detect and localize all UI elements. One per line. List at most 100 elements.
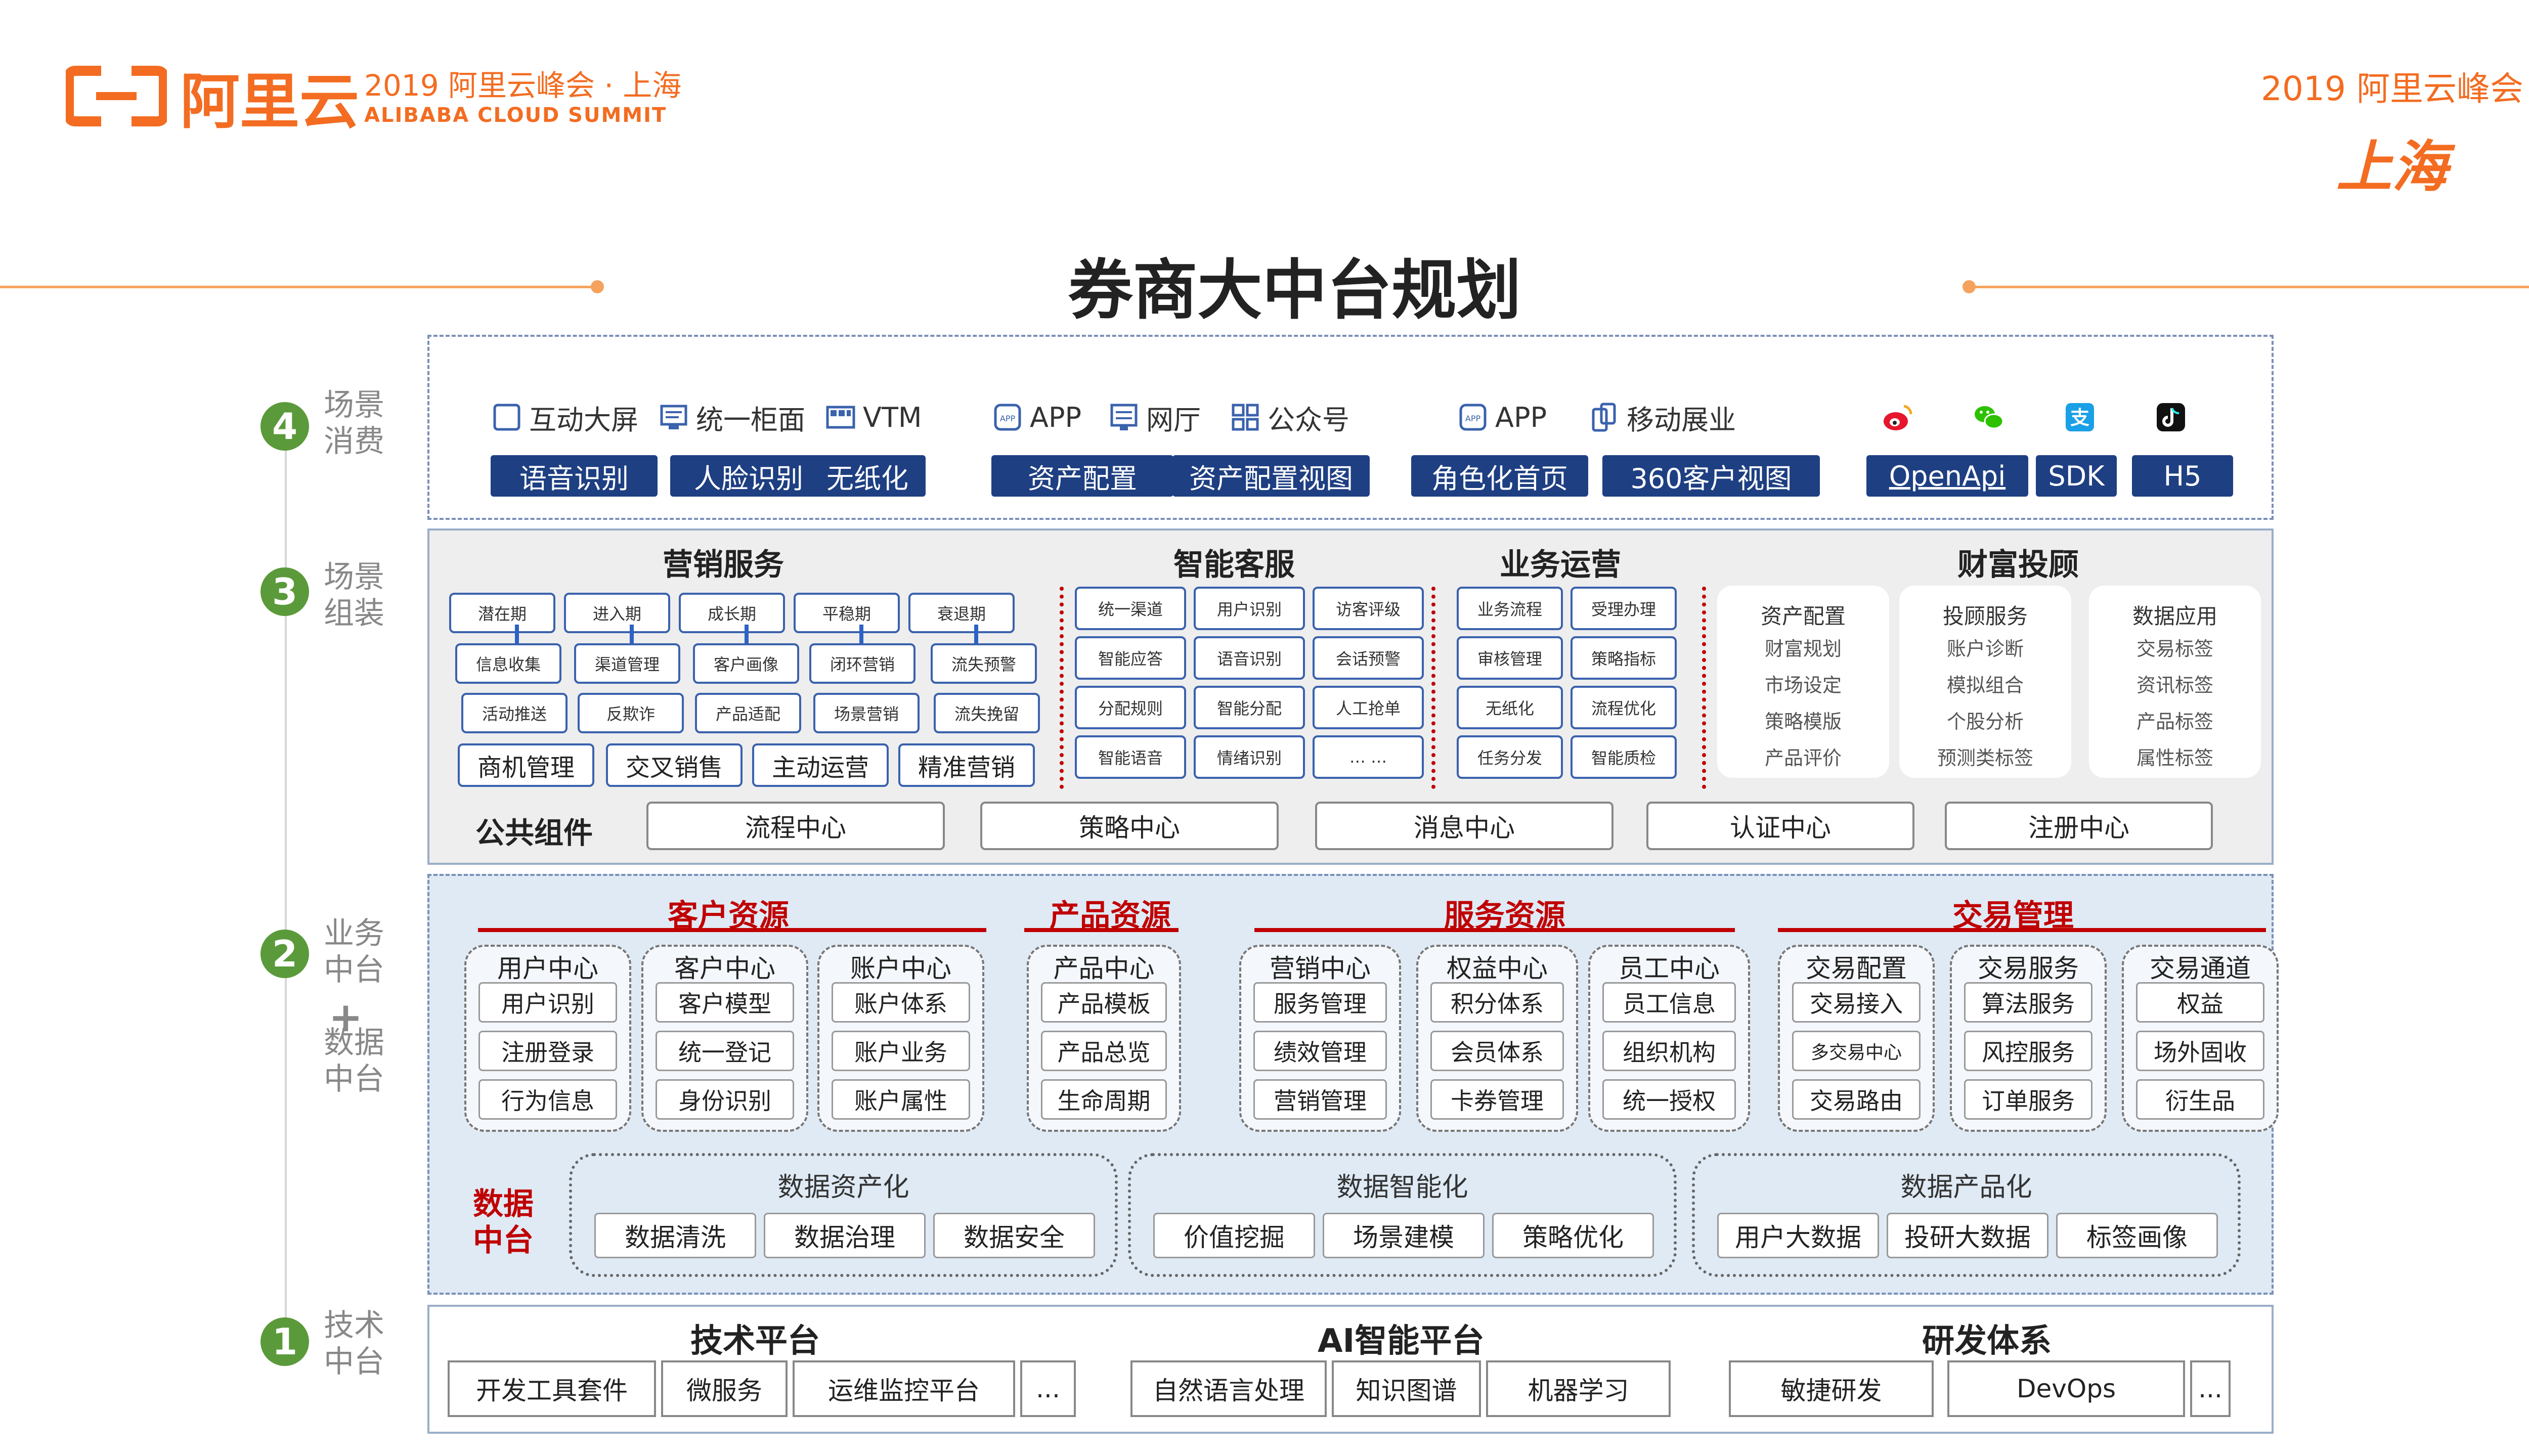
wealth-item-2-1[interactable]: 资讯标签: [2136, 674, 2213, 696]
operation-item-5[interactable]: 流程优化: [1571, 686, 1677, 729]
service-item-0[interactable]: 统一渠道: [1075, 587, 1186, 630]
business-item-0-0-2[interactable]: 行为信息: [478, 1079, 617, 1120]
marketing-action-0[interactable]: 活动推送: [461, 693, 568, 733]
business-item-2-1-0[interactable]: 积分体系: [1430, 982, 1564, 1023]
business-item-3-2-1[interactable]: 场外固收: [2136, 1031, 2264, 1071]
marketing-stage-1[interactable]: 进入期: [564, 593, 670, 633]
wealth-item-2-2[interactable]: 产品标签: [2136, 711, 2213, 733]
operation-item-7[interactable]: 智能质检: [1571, 735, 1677, 779]
business-item-2-1-1[interactable]: 会员体系: [1430, 1031, 1564, 1071]
scene-channel-2-1[interactable]: 移动展业: [1588, 400, 1736, 436]
scene-channel-1-2[interactable]: 公众号: [1229, 400, 1349, 436]
business-item-0-2-2[interactable]: 账户属性: [832, 1079, 970, 1120]
business-item-0-0-1[interactable]: 注册登录: [478, 1031, 617, 1071]
scene-channel-3-1[interactable]: [1973, 400, 2005, 435]
wealth-item-0-2[interactable]: 策略模版: [1764, 711, 1842, 733]
service-item-4[interactable]: 语音识别: [1194, 636, 1305, 680]
marketing-stage-0[interactable]: 潜在期: [449, 593, 555, 633]
scene-channel-3-2[interactable]: 支: [2064, 400, 2096, 435]
business-item-3-0-0[interactable]: 交易接入: [1792, 982, 1921, 1023]
data-item-2-2[interactable]: 标签画像: [2056, 1213, 2218, 1258]
tech-item-1-2[interactable]: 机器学习: [1486, 1360, 1671, 1417]
business-item-1-0-1[interactable]: 产品总览: [1041, 1031, 1167, 1071]
wealth-item-2-3[interactable]: 属性标签: [2136, 747, 2213, 769]
marketing-capability-2[interactable]: 主动运营: [752, 743, 889, 787]
scene-button-2-1[interactable]: 360客户视图: [1602, 455, 1820, 497]
marketing-step-1[interactable]: 渠道管理: [574, 643, 680, 684]
business-item-0-2-1[interactable]: 账户业务: [832, 1031, 970, 1071]
marketing-capability-0[interactable]: 商机管理: [458, 743, 594, 787]
business-item-1-0-0[interactable]: 产品模板: [1041, 982, 1167, 1023]
wealth-item-0-0[interactable]: 财富规划: [1764, 638, 1842, 660]
data-item-0-2[interactable]: 数据安全: [933, 1213, 1095, 1258]
service-item-3[interactable]: 智能应答: [1075, 636, 1186, 680]
tech-item-2-2[interactable]: ...: [2190, 1360, 2231, 1417]
scene-channel-3-3[interactable]: [2155, 400, 2187, 435]
data-item-1-1[interactable]: 场景建模: [1323, 1213, 1485, 1258]
marketing-capability-1[interactable]: 交叉销售: [606, 743, 743, 787]
operation-item-4[interactable]: 无纸化: [1457, 686, 1563, 729]
tech-item-0-1[interactable]: 微服务: [661, 1360, 788, 1417]
scene-channel-1-1[interactable]: 网厅: [1108, 400, 1201, 436]
service-item-8[interactable]: 人工抢单: [1313, 686, 1424, 729]
marketing-step-4[interactable]: 流失预警: [931, 643, 1037, 684]
business-item-1-0-2[interactable]: 生命周期: [1041, 1079, 1167, 1120]
business-item-3-2-0[interactable]: 权益: [2136, 982, 2264, 1023]
business-item-3-2-2[interactable]: 衍生品: [2136, 1079, 2264, 1120]
wealth-item-0-1[interactable]: 市场设定: [1764, 674, 1842, 696]
service-item-9[interactable]: 智能语音: [1075, 735, 1186, 779]
scene-button-0-1[interactable]: 人脸识别: [670, 455, 827, 497]
scene-button-1-1[interactable]: 资产配置视图: [1172, 455, 1370, 497]
business-item-0-2-0[interactable]: 账户体系: [832, 982, 970, 1023]
service-item-11[interactable]: … …: [1313, 735, 1424, 779]
scene-button-1-0[interactable]: 资产配置: [991, 455, 1173, 497]
common-component-4[interactable]: 注册中心: [1945, 802, 2213, 850]
scene-channel-0-2[interactable]: VTM: [824, 400, 922, 435]
tech-item-1-0[interactable]: 自然语言处理: [1130, 1360, 1327, 1417]
tech-item-2-1[interactable]: DevOps: [1947, 1360, 2185, 1417]
service-item-10[interactable]: 情绪识别: [1194, 735, 1305, 779]
data-item-0-0[interactable]: 数据清洗: [594, 1213, 756, 1258]
wealth-item-1-1[interactable]: 模拟组合: [1946, 674, 2024, 696]
common-component-3[interactable]: 认证中心: [1646, 802, 1914, 850]
business-item-3-0-2[interactable]: 交易路由: [1792, 1079, 1921, 1120]
business-item-3-1-2[interactable]: 订单服务: [1964, 1079, 2092, 1120]
operation-item-0[interactable]: 业务流程: [1457, 587, 1563, 630]
scene-channel-0-1[interactable]: 统一柜面: [658, 400, 805, 436]
data-item-0-1[interactable]: 数据治理: [764, 1213, 926, 1258]
business-item-2-0-2[interactable]: 营销管理: [1253, 1079, 1387, 1120]
scene-button-0-0[interactable]: 语音识别: [491, 455, 658, 497]
marketing-action-1[interactable]: 反欺诈: [578, 693, 684, 733]
scene-button-0-2[interactable]: 无纸化: [809, 455, 926, 497]
wealth-item-1-3[interactable]: 预测类标签: [1937, 747, 2033, 769]
data-item-1-0[interactable]: 价值挖掘: [1153, 1213, 1315, 1258]
operation-item-3[interactable]: 策略指标: [1571, 636, 1677, 680]
common-component-0[interactable]: 流程中心: [646, 802, 945, 850]
marketing-action-4[interactable]: 流失挽留: [934, 693, 1040, 733]
business-item-2-2-2[interactable]: 统一授权: [1602, 1079, 1736, 1120]
operation-item-1[interactable]: 受理办理: [1571, 587, 1677, 630]
service-item-1[interactable]: 用户识别: [1194, 587, 1305, 630]
scene-channel-0-0[interactable]: 互动大屏: [491, 400, 638, 436]
business-item-2-0-1[interactable]: 绩效管理: [1253, 1031, 1387, 1071]
tech-item-0-3[interactable]: ...: [1020, 1360, 1076, 1417]
service-item-7[interactable]: 智能分配: [1194, 686, 1305, 729]
marketing-action-3[interactable]: 场景营销: [813, 693, 920, 733]
wealth-item-2-0[interactable]: 交易标签: [2136, 638, 2213, 660]
scene-button-3-1[interactable]: SDK: [2036, 455, 2117, 497]
service-item-5[interactable]: 会话预警: [1313, 636, 1424, 680]
tech-item-0-2[interactable]: 运维监控平台: [793, 1360, 1015, 1417]
wealth-item-1-2[interactable]: 个股分析: [1946, 711, 2024, 733]
business-item-0-0-0[interactable]: 用户识别: [478, 982, 617, 1023]
wealth-item-0-3[interactable]: 产品评价: [1764, 747, 1842, 769]
marketing-capability-3[interactable]: 精准营销: [898, 743, 1035, 787]
scene-channel-3-0[interactable]: [1882, 400, 1914, 435]
business-item-3-1-1[interactable]: 风控服务: [1964, 1031, 2092, 1071]
business-item-0-1-0[interactable]: 客户模型: [656, 982, 794, 1023]
common-component-1[interactable]: 策略中心: [980, 802, 1279, 850]
tech-item-1-1[interactable]: 知识图谱: [1332, 1360, 1481, 1417]
wealth-item-1-0[interactable]: 账户诊断: [1946, 638, 2024, 660]
tech-item-0-0[interactable]: 开发工具套件: [448, 1360, 656, 1417]
